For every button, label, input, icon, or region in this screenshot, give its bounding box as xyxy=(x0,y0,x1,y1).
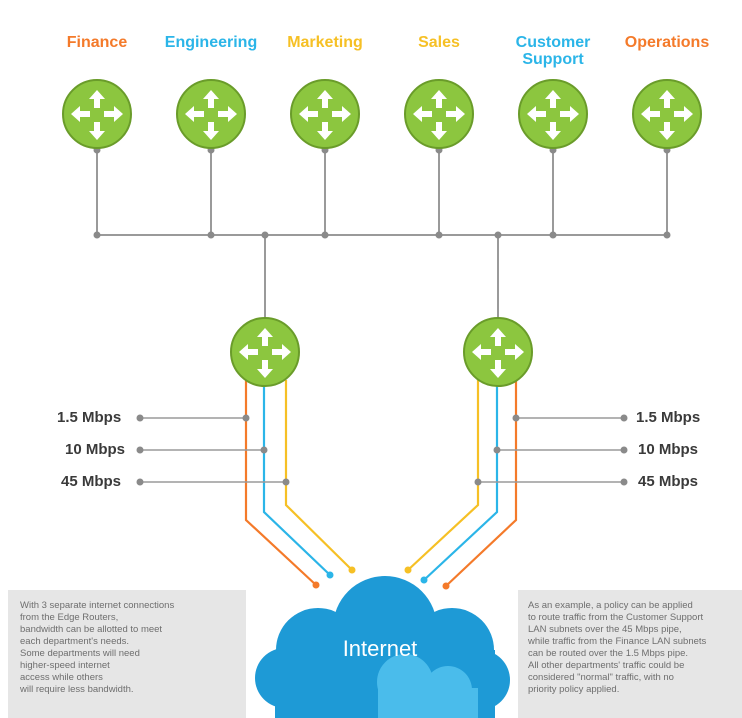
bandwidth-label-left-2: 10 Mbps xyxy=(65,441,126,458)
right-uplinks xyxy=(407,380,518,587)
router-icon xyxy=(404,79,474,149)
router-icon xyxy=(518,79,588,149)
bandwidth-label-left-3: 45 Mbps xyxy=(61,473,122,490)
router-icon xyxy=(230,317,300,387)
cloud-icon xyxy=(255,576,510,718)
bandwidth-nodes xyxy=(136,414,628,486)
dept-label-operations: Operations xyxy=(624,34,710,51)
dept-label-finance: Finance xyxy=(66,34,128,51)
edge-routers xyxy=(230,317,533,387)
bandwidth-label-right-3: 45 Mbps xyxy=(638,473,699,490)
bandwidth-label-right-1: 1.5 Mbps xyxy=(636,409,701,426)
dept-label-engineering: Engineering xyxy=(164,34,258,51)
department-routers xyxy=(62,79,702,149)
bus-lines xyxy=(96,150,668,320)
dept-label-marketing: Marketing xyxy=(287,34,363,51)
note-right: As an example, a policy can be applied t… xyxy=(518,590,742,718)
bus-nodes xyxy=(93,146,671,239)
note-left: With 3 separate internet connections fro… xyxy=(8,590,246,718)
internet-label: Internet xyxy=(342,636,418,661)
bandwidth-leaders xyxy=(140,417,624,483)
router-icon xyxy=(632,79,702,149)
bandwidth-label-right-2: 10 Mbps xyxy=(638,441,699,458)
bandwidth-label-left-1: 1.5 Mbps xyxy=(57,409,122,426)
router-icon xyxy=(62,79,132,149)
dept-label-sales: Sales xyxy=(418,34,460,51)
uplink-endpoints xyxy=(312,566,450,590)
left-uplinks xyxy=(244,380,353,586)
router-icon xyxy=(290,79,360,149)
router-icon xyxy=(176,79,246,149)
dept-label-customer-support: Customer Support xyxy=(515,34,591,68)
router-icon xyxy=(463,317,533,387)
